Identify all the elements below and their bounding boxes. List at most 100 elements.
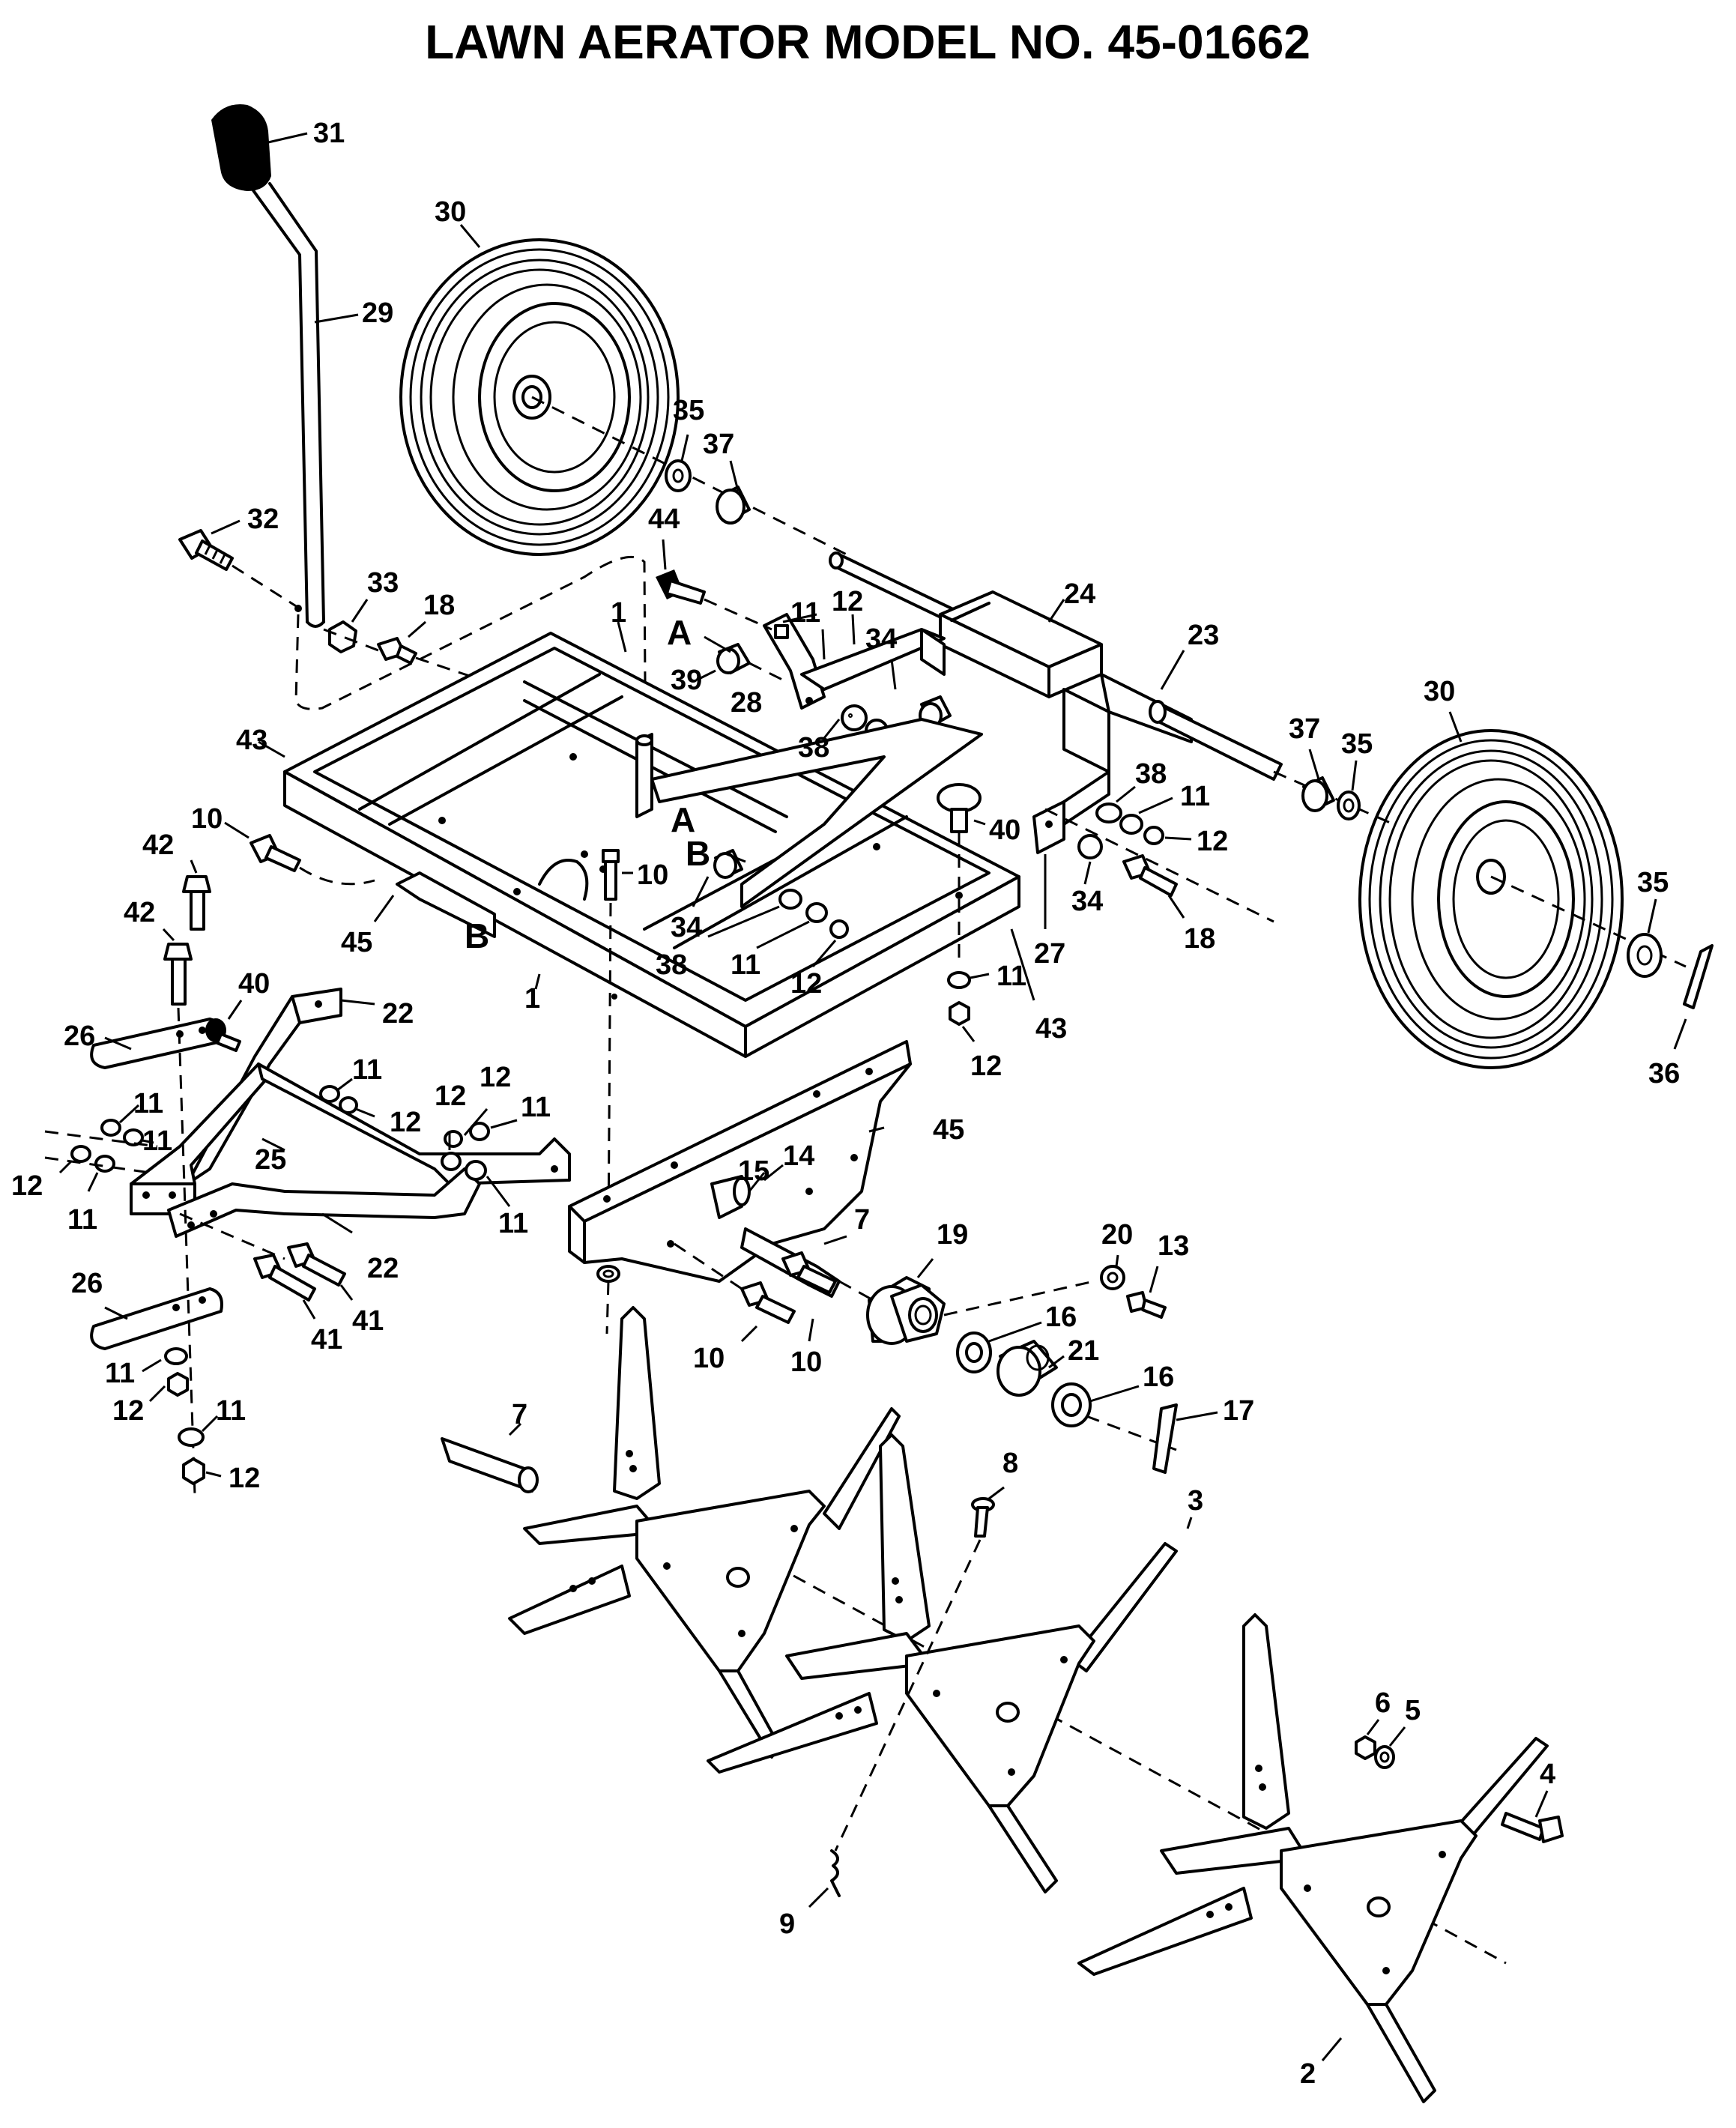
washer-11f [319, 1085, 340, 1103]
washer-35a [665, 459, 692, 492]
callout-1: 1 [611, 597, 626, 629]
ref-mark-A: A [671, 800, 695, 839]
leader-21 [1048, 1355, 1065, 1369]
leader-17 [1176, 1411, 1218, 1421]
leader-31 [267, 132, 308, 144]
callout-8: 8 [1002, 1448, 1018, 1479]
washer-35a-hole [672, 468, 684, 483]
washer-11i [123, 1128, 144, 1146]
leader-20 [1115, 1254, 1119, 1267]
leader-16b [1089, 1385, 1140, 1403]
bushing-34c [1077, 834, 1103, 859]
leader-42a [190, 859, 198, 874]
nut-12f [339, 1096, 358, 1114]
callout-12: 12 [435, 1080, 466, 1112]
leader-38a [823, 719, 841, 739]
nut-12g [444, 1130, 463, 1148]
leader-10d [808, 1318, 814, 1342]
callout-41: 41 [352, 1305, 384, 1337]
callout-43: 43 [236, 725, 267, 756]
callout-12: 12 [229, 1463, 260, 1494]
tine-spool-middle [707, 1433, 1178, 1893]
callout-11: 11 [996, 961, 1026, 992]
leader-6 [1366, 1719, 1380, 1735]
leader-39 [700, 669, 716, 680]
callout-32: 32 [247, 504, 279, 535]
callout-45: 45 [341, 927, 372, 958]
callout-27: 27 [1034, 938, 1065, 970]
leader-12l [205, 1471, 222, 1478]
callout-12: 12 [832, 586, 863, 617]
leader-10a [224, 821, 249, 839]
washer-11l [178, 1427, 205, 1447]
callout-37: 37 [703, 429, 734, 460]
callout-11: 11 [142, 1125, 172, 1157]
leader-11g [490, 1119, 518, 1129]
washer-35b-hole [1343, 798, 1355, 813]
leader-7a [823, 1235, 847, 1245]
leader-38d [1116, 785, 1136, 803]
axle-assembly [829, 551, 1283, 854]
leader-11f [336, 1077, 353, 1092]
hub-19 [866, 1276, 946, 1345]
leader-38c [707, 905, 780, 938]
leader-1b [534, 973, 541, 990]
dash-right-bracket [1044, 808, 1274, 923]
callout-10: 10 [637, 859, 668, 891]
callout-18: 18 [1184, 923, 1215, 955]
bolt-18b [1122, 854, 1178, 897]
bolt-32 [178, 529, 234, 571]
washer-11b [805, 902, 828, 923]
callout-16: 16 [1143, 1361, 1174, 1393]
leader-11c [756, 920, 810, 949]
leader-12f [355, 1107, 375, 1118]
callout-10: 10 [693, 1343, 725, 1374]
handle-tube-edge-b [268, 182, 325, 623]
leader-32 [211, 519, 241, 535]
leader-35a [680, 434, 689, 462]
tine-shaft-7-end [518, 1466, 539, 1493]
leader-11a [821, 629, 826, 660]
leader-43b [1010, 928, 1035, 1001]
leader-34c [1083, 861, 1092, 885]
callout-22: 22 [382, 998, 414, 1030]
leader-4 [1534, 1790, 1549, 1818]
callout-35: 35 [673, 395, 704, 426]
leader-30b [1448, 711, 1463, 743]
leader-26a [104, 1036, 132, 1051]
tine-spool-left [508, 1306, 901, 1759]
washer-11h [465, 1160, 487, 1181]
dash-18b [415, 656, 510, 691]
hitch-assembly [90, 988, 571, 1350]
dash-39 [748, 662, 787, 683]
callout-14: 14 [783, 1140, 814, 1172]
bolt-41b [253, 1254, 316, 1302]
washer-11a [841, 704, 868, 731]
callout-40: 40 [989, 814, 1020, 846]
washer-20-hole [1107, 1272, 1119, 1284]
leader-35b [1351, 760, 1358, 791]
leader-14 [763, 1164, 784, 1182]
callout-38: 38 [656, 949, 687, 981]
washer-20 [1100, 1265, 1125, 1290]
callout-34: 34 [865, 623, 897, 655]
washer-38c [1095, 802, 1122, 823]
washer-5-hole [1379, 1751, 1390, 1763]
clip-9 [830, 1849, 841, 1897]
leader-9 [808, 1887, 829, 1908]
leader-44 [662, 539, 667, 570]
leader-11j [87, 1172, 99, 1192]
dash-10c [674, 1242, 743, 1290]
leader-12c [811, 940, 837, 967]
leader-2 [1321, 2037, 1343, 2061]
callout-42: 42 [142, 829, 174, 861]
leader-24 [1047, 599, 1065, 623]
callout-20: 20 [1101, 1219, 1133, 1251]
callout-12: 12 [390, 1107, 421, 1138]
callout-11: 11 [216, 1395, 246, 1427]
callout-41: 41 [311, 1324, 342, 1355]
leader-10c [740, 1325, 758, 1343]
dash-10b [607, 902, 612, 1237]
callout-11: 11 [67, 1204, 97, 1236]
pin-8 [971, 1497, 995, 1538]
